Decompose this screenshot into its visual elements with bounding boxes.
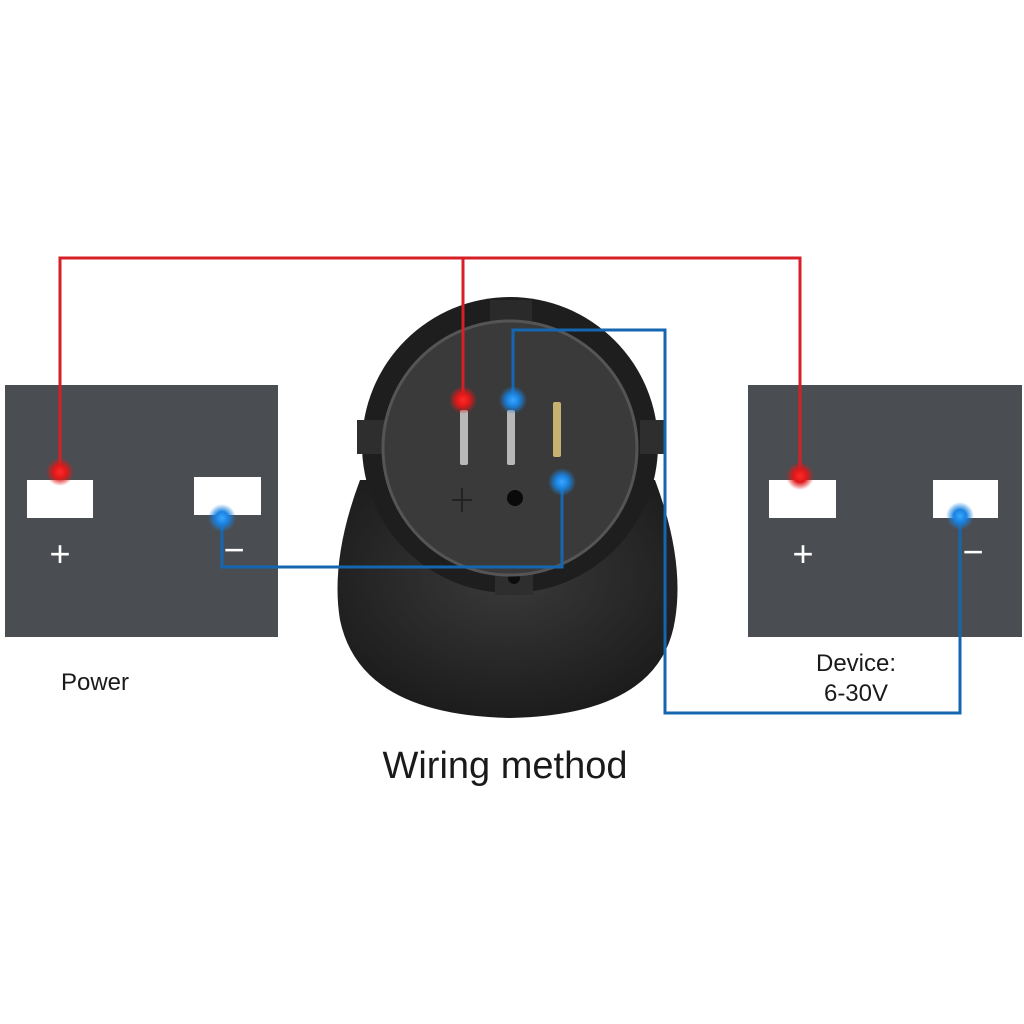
negative-wire (220, 328, 962, 715)
device-label: Device: (816, 650, 896, 677)
power-minus-sign: − (223, 529, 244, 570)
pin-signal (553, 402, 561, 457)
connection-dot-icon (449, 386, 477, 414)
device-plus-sign: + (792, 533, 813, 574)
connection-dot-icon (499, 386, 527, 414)
connection-dot-icon (786, 462, 814, 490)
voltmeter-component (337, 297, 678, 718)
pin-negative (507, 410, 515, 465)
power-label: Power (61, 669, 129, 696)
device-box: + − (748, 385, 1022, 637)
power-source-box: + − (5, 385, 278, 637)
connection-dot-icon (548, 468, 576, 496)
power-plus-sign: + (49, 533, 70, 574)
diagram-title: Wiring method (383, 745, 628, 787)
power-plus-terminal (27, 480, 93, 518)
pin-positive (460, 410, 468, 465)
connection-dot-icon (208, 504, 236, 532)
connection-dot-icon (46, 458, 74, 486)
connection-dot-icon (946, 502, 974, 530)
device-minus-sign: − (962, 531, 983, 572)
positive-wire (58, 256, 802, 475)
device-voltage: 6-30V (824, 680, 888, 707)
